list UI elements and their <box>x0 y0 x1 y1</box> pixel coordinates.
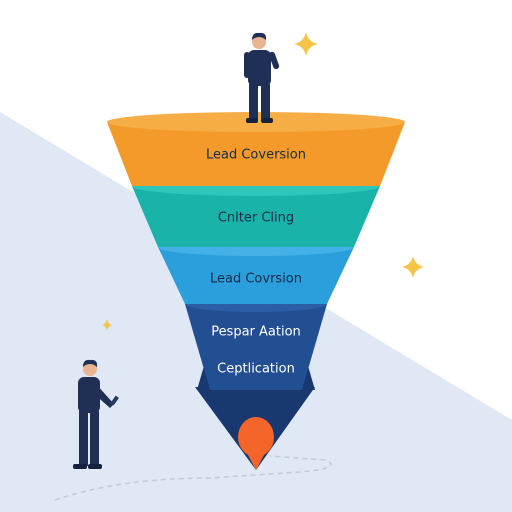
person-standing-icon <box>244 32 280 123</box>
stage-4-label: Pespar Aation <box>211 325 301 340</box>
dashed-path <box>54 455 332 501</box>
sparkle-icon-left <box>102 319 112 331</box>
stage-5-label: Ceptlication <box>217 362 295 377</box>
funnel-stage-3 <box>158 247 354 304</box>
sparkle-icon-top-right <box>294 32 318 56</box>
funnel-stage-2 <box>132 186 380 247</box>
stage-3-label: Lead Covrsion <box>210 272 302 287</box>
funnel-stage-4 <box>185 304 327 390</box>
funnel-tip-point <box>240 440 272 470</box>
stage-1-label: Lead Coversion <box>206 148 306 163</box>
person-with-phone-icon <box>73 359 119 469</box>
sparkle-icon-right <box>402 256 424 278</box>
funnel-stage-1 <box>107 122 405 186</box>
phone-icon <box>110 395 119 406</box>
stage-2-label: Cnlter Cling <box>218 211 294 226</box>
